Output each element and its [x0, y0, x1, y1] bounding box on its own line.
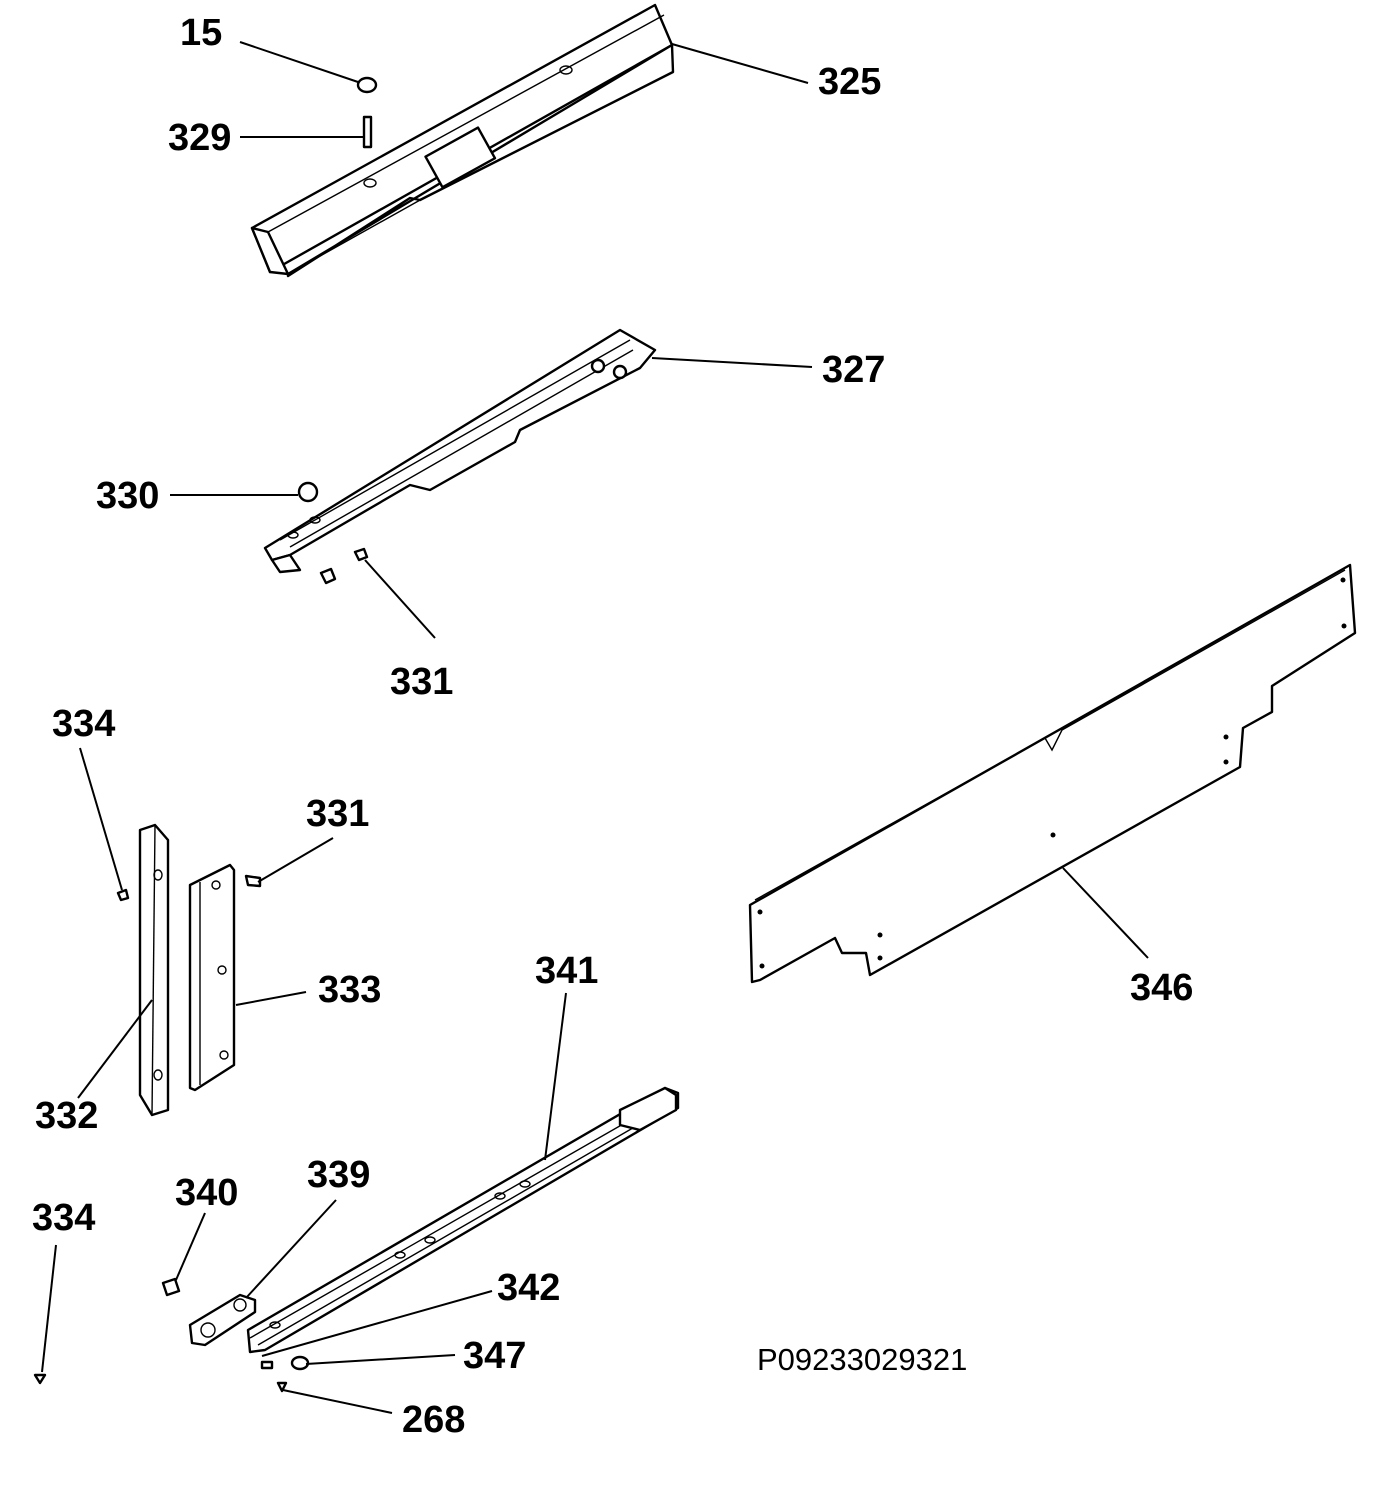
callout-342: 342: [497, 1267, 560, 1309]
callout-339: 339: [307, 1154, 370, 1196]
diagram-reference-code: P09233029321: [757, 1342, 967, 1377]
callout-330: 330: [96, 475, 159, 517]
part-346-panel: [748, 563, 1357, 984]
part-329-pin: [362, 115, 373, 149]
callout-15: 15: [180, 12, 222, 54]
callout-332: 332: [35, 1095, 98, 1137]
part-327-slide-rail: [263, 328, 657, 574]
callout-331-lower: 331: [306, 793, 369, 835]
callout-334-upper: 334: [52, 703, 115, 745]
part-325-top-rail: [250, 3, 675, 278]
callout-340: 340: [175, 1172, 238, 1214]
part-268-screw: [260, 1360, 288, 1393]
callout-325: 325: [818, 61, 881, 103]
callout-347: 347: [463, 1335, 526, 1377]
part-331-screws-upper: [319, 547, 369, 585]
part-339-small-bracket: [188, 1293, 257, 1347]
part-334-screw-lower: [33, 1373, 47, 1385]
part-341-bottom-rail: [246, 1086, 680, 1354]
callout-331-upper: 331: [390, 661, 453, 703]
callout-329: 329: [168, 117, 231, 159]
callout-labels: 15 325 329 327 330 331 334 331 333 332 3…: [32, 12, 1193, 1441]
part-331-screw-lower: [244, 874, 262, 888]
callout-334-lower: 334: [32, 1197, 95, 1239]
leader-lines: [41, 41, 1149, 1414]
callout-333: 333: [318, 969, 381, 1011]
part-334-screw-upper: [116, 888, 130, 902]
callout-268: 268: [402, 1399, 465, 1441]
callout-346: 346: [1130, 967, 1193, 1009]
part-333-strip: [188, 863, 236, 1092]
part-332-bracket: [138, 823, 170, 1117]
part-340-bolt: [161, 1277, 181, 1297]
part-15-cap: [356, 76, 378, 94]
callout-341: 341: [535, 950, 598, 992]
callout-327: 327: [822, 349, 885, 391]
part-347-cap: [290, 1355, 310, 1371]
part-330-knob: [297, 481, 319, 503]
